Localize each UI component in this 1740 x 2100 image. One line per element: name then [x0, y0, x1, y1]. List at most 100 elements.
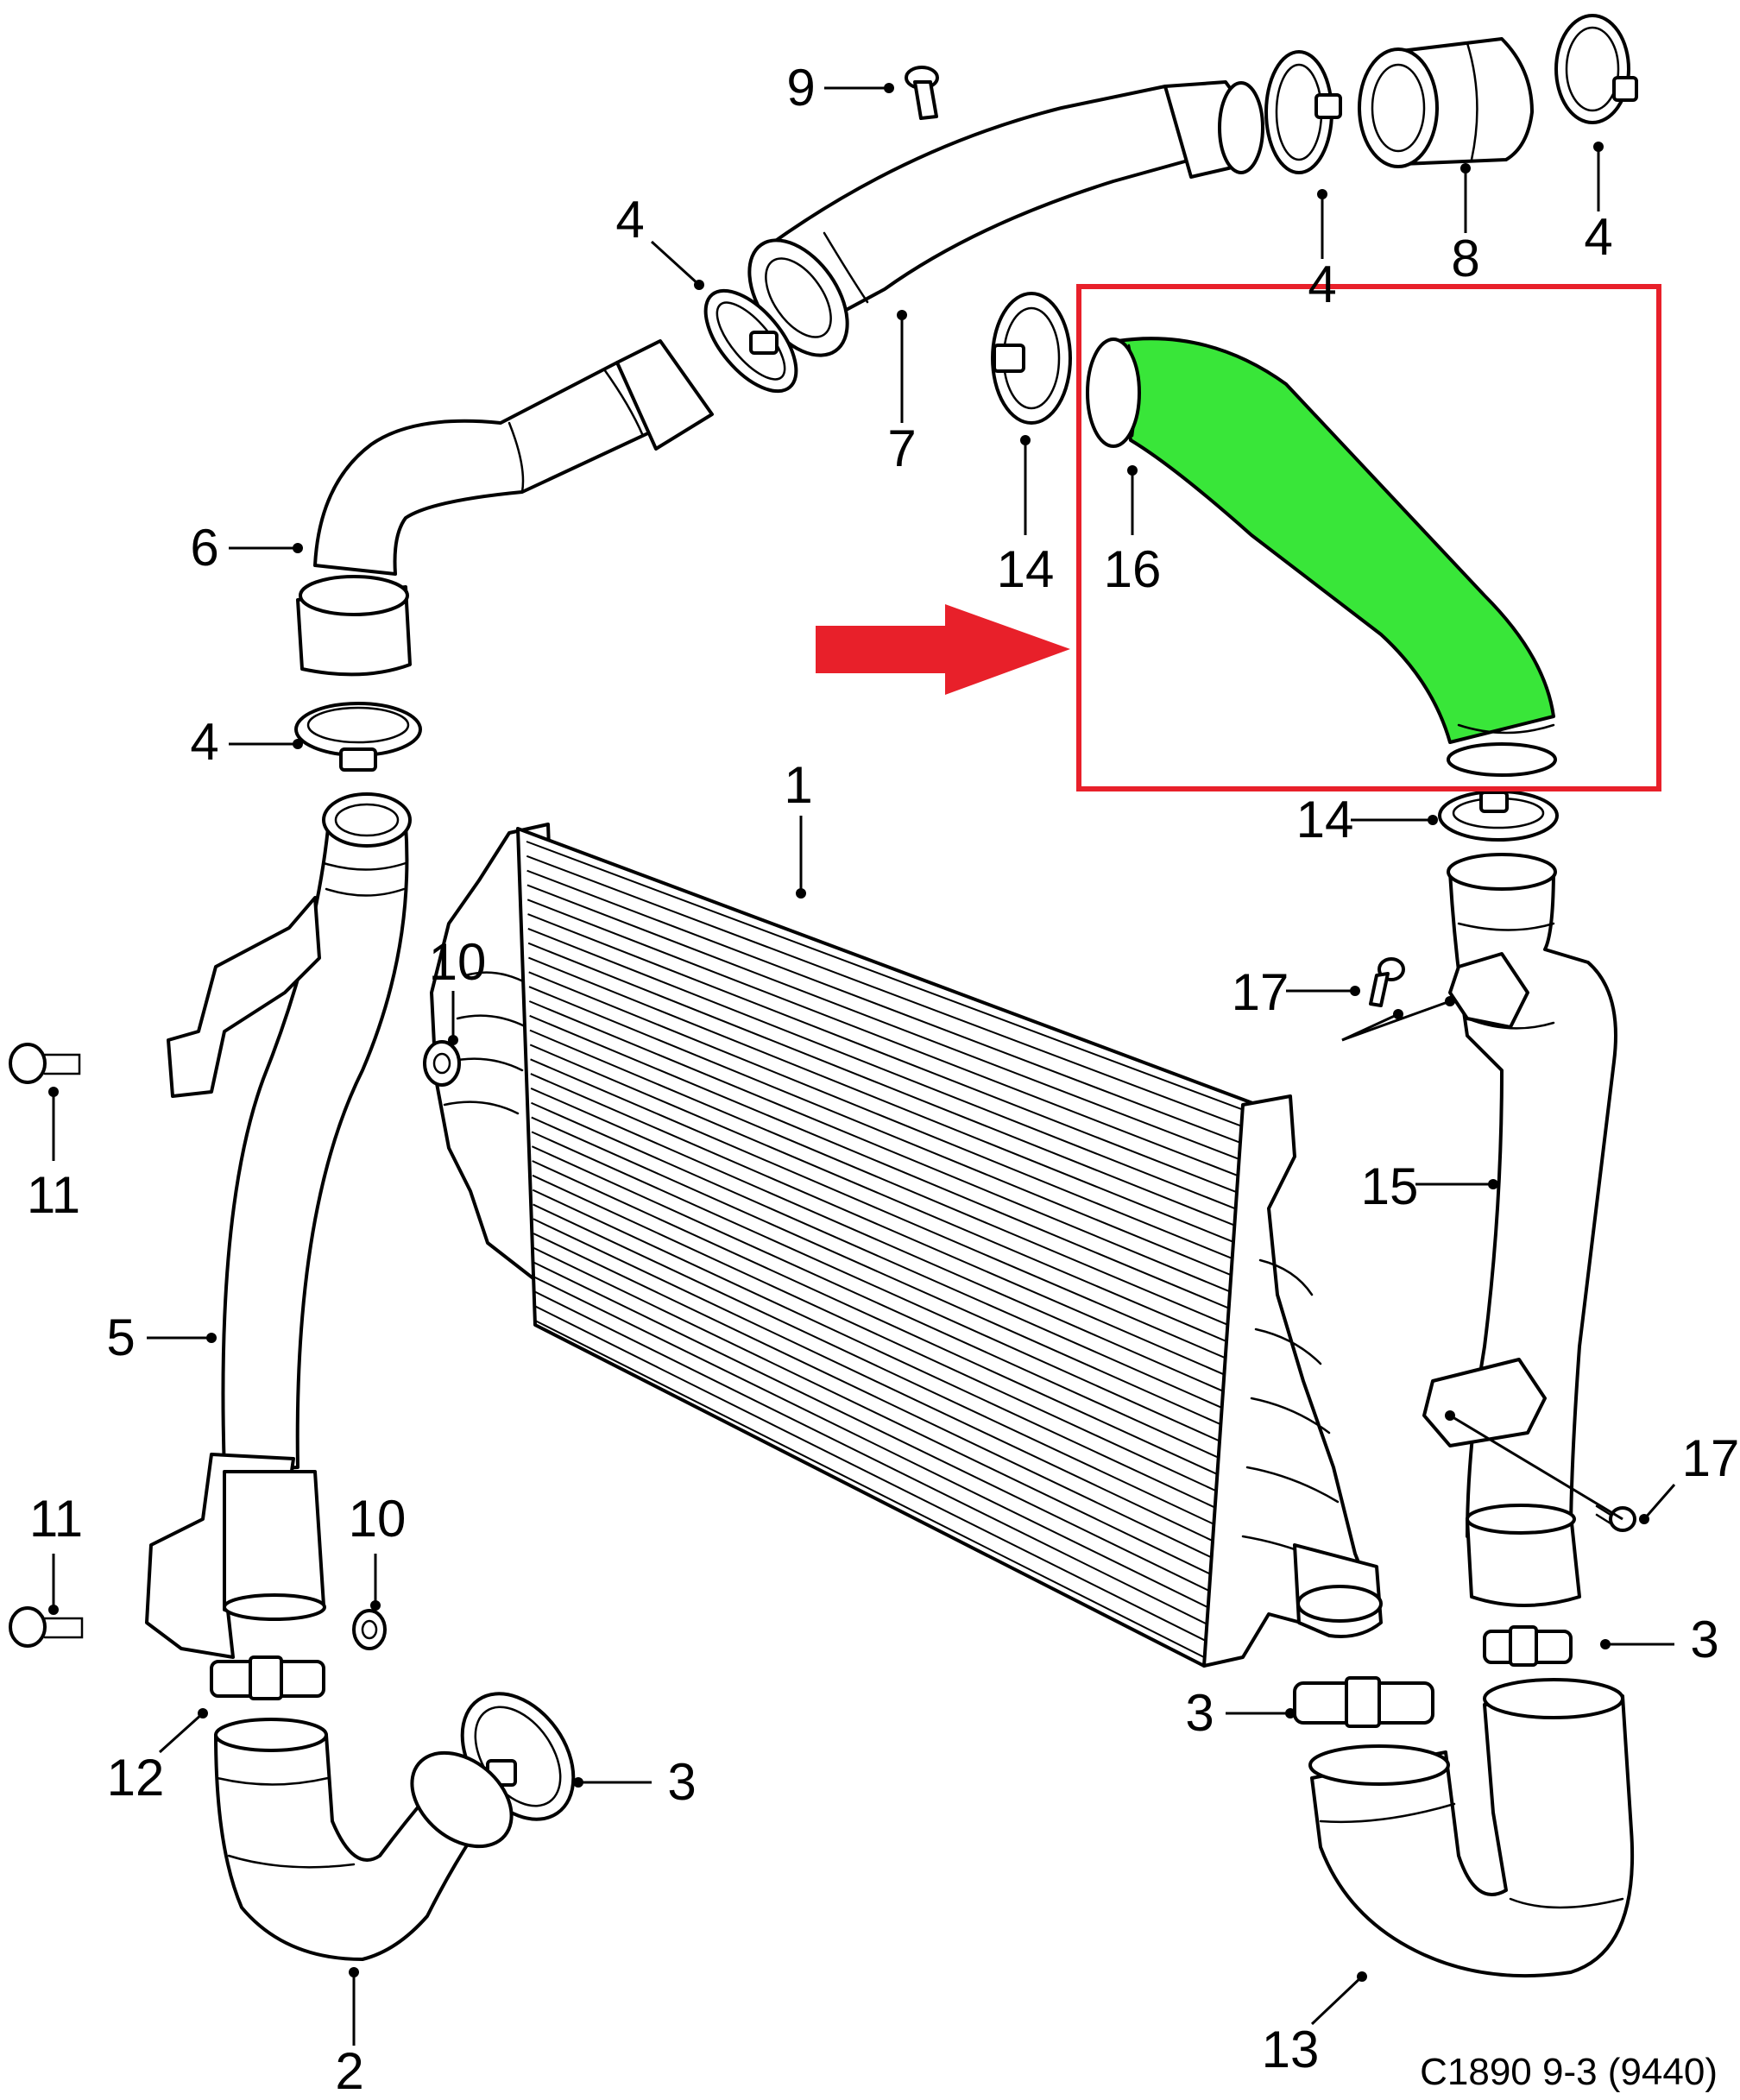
- leader-dot-c17b: [1445, 1410, 1455, 1421]
- leader-dot-c4d: [293, 739, 303, 749]
- leader-dot-c4b: [1317, 189, 1327, 199]
- fin-line: [534, 1320, 1205, 1658]
- leader-dot-c7: [897, 310, 907, 320]
- callout-label-c14a: 14: [997, 540, 1055, 598]
- fin-line: [528, 986, 1247, 1283]
- clamp-4-top-a: [1264, 50, 1342, 174]
- bolt-11-lower: [9, 1606, 84, 1648]
- fin-line: [528, 1000, 1245, 1299]
- leader-dot-c14b: [1428, 815, 1438, 825]
- clamp-14-top: [991, 292, 1072, 425]
- fin-line: [529, 1044, 1239, 1348]
- fin-line: [530, 1073, 1236, 1380]
- leader-dot-c17a: [1445, 996, 1455, 1006]
- callout-label-c8: 8: [1451, 230, 1479, 287]
- callout-label-c13: 13: [1262, 2021, 1320, 2078]
- leader-dot-c9: [884, 83, 894, 93]
- fin-line: [532, 1189, 1221, 1511]
- fin-line: [528, 971, 1249, 1266]
- fin-line: [526, 855, 1264, 1135]
- fin-line: [526, 884, 1259, 1168]
- fin-line: [526, 841, 1265, 1119]
- callout-label-c3a: 3: [667, 1753, 696, 1811]
- fin-line: [531, 1101, 1232, 1413]
- leader-line-c17b: [1449, 1414, 1623, 1521]
- callout-label-c4a: 4: [615, 191, 644, 249]
- fin-line: [526, 899, 1258, 1184]
- leader-dot-c3b: [1600, 1639, 1611, 1649]
- fin-line: [526, 869, 1262, 1151]
- callout-label-c11a: 11: [27, 1166, 80, 1224]
- callout-label-c4d: 4: [190, 713, 218, 771]
- leader-dot-c17a: [1393, 1009, 1403, 1019]
- leader-line-c17a: [1341, 1012, 1399, 1042]
- hose-16-highlighted: [1086, 337, 1557, 777]
- leader-dot-c10a: [448, 1035, 458, 1045]
- fin-line: [532, 1174, 1223, 1495]
- hose-6: [296, 339, 714, 677]
- fin-line: [533, 1276, 1210, 1610]
- fin-line: [527, 927, 1254, 1217]
- leader-dot-c3a: [573, 1777, 583, 1788]
- leader-line-c13: [1310, 1975, 1364, 2026]
- leader-dot-c6: [293, 543, 303, 553]
- leader-dot-c12: [198, 1708, 208, 1718]
- leader-line-c4a: [650, 240, 701, 287]
- fin-line: [534, 1305, 1207, 1642]
- callout-label-c2: 2: [335, 2042, 363, 2100]
- callout-label-c15: 15: [1361, 1157, 1419, 1215]
- clamp-3-right-top: [1483, 1625, 1573, 1667]
- fin-line: [533, 1290, 1208, 1626]
- callout-label-c4b: 4: [1308, 255, 1336, 313]
- nut-10-lower: [352, 1609, 387, 1650]
- leader-dot-c5: [206, 1333, 217, 1343]
- leader-lines: [48, 83, 1676, 2046]
- fin-line: [528, 956, 1251, 1250]
- leader-dot-c17a: [1350, 986, 1360, 996]
- callout-label-c1: 1: [784, 756, 812, 814]
- fin-line: [531, 1131, 1228, 1446]
- bolt-17-upper: [1369, 957, 1405, 1007]
- leader-dot-c4a: [694, 280, 704, 290]
- callout-label-c10b: 10: [349, 1490, 407, 1548]
- callout-label-c3b: 3: [1690, 1611, 1718, 1668]
- fin-line: [531, 1116, 1231, 1429]
- leader-dot-c15: [1488, 1179, 1498, 1189]
- hose-13: [1308, 1678, 1635, 1978]
- highlight-frame: [1076, 284, 1661, 791]
- leader-dot-c8: [1460, 163, 1471, 173]
- callout-label-c11b: 11: [29, 1490, 83, 1548]
- clamp-14-bottom: [1438, 790, 1559, 842]
- leader-dot-c16: [1127, 465, 1138, 476]
- fin-line: [527, 913, 1256, 1201]
- fin-line: [527, 942, 1252, 1233]
- coupler-8: [1358, 37, 1534, 168]
- callout-label-c5: 5: [106, 1309, 135, 1366]
- fin-line: [533, 1233, 1216, 1561]
- callout-label-c7: 7: [887, 419, 916, 477]
- pipe-5: [145, 792, 412, 1659]
- callout-label-c9: 9: [786, 59, 815, 117]
- fin-line: [529, 1029, 1241, 1332]
- fin-line: [529, 1014, 1243, 1315]
- hose-2: [214, 1718, 514, 1961]
- highlight-arrow: [816, 604, 1070, 695]
- leader-dot-c3c: [1285, 1708, 1296, 1718]
- callout-label-c4c: 4: [1584, 208, 1612, 266]
- callout-label-c17b: 17: [1682, 1429, 1740, 1487]
- leader-line-c17a: [1341, 1000, 1451, 1042]
- leader-dot-c10b: [370, 1600, 381, 1611]
- fin-line: [531, 1145, 1226, 1462]
- pipe-15: [1422, 853, 1617, 1607]
- callout-label-c17a: 17: [1232, 963, 1289, 1021]
- clamp-12: [210, 1655, 325, 1700]
- bolt-9: [905, 66, 939, 120]
- fin-line: [530, 1087, 1234, 1397]
- fin-line: [533, 1218, 1218, 1544]
- clamp-4-mid: [703, 288, 798, 394]
- fin-line: [532, 1160, 1225, 1479]
- leader-dot-c14a: [1020, 435, 1031, 445]
- clamp-4-top-b: [1554, 14, 1638, 124]
- leader-line-c12: [158, 1712, 205, 1754]
